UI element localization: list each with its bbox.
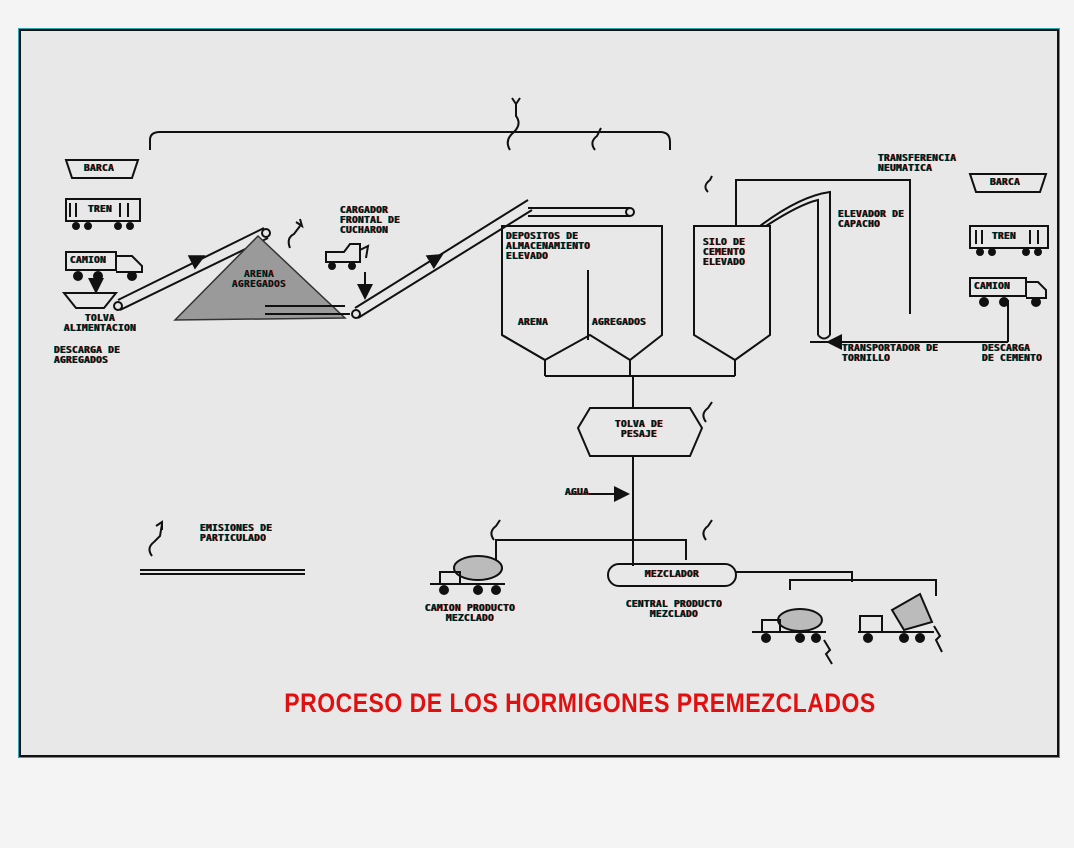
train-right-label: TREN (992, 231, 1017, 242)
train-right-icon (969, 225, 1049, 256)
cement-silo-label: SILO DE CEMENTO ELEVADO (703, 237, 746, 268)
train-left-label: TREN (88, 204, 113, 215)
truck-right-icon (969, 277, 1047, 307)
aggregates-bin-label: AGREGADOS (592, 317, 647, 328)
central-mixed-label: CENTRAL PRODUCTO MEZCLADO (625, 599, 723, 620)
aggregate-unloading-label: DESCARGA DE AGREGADOS (54, 345, 121, 366)
storage-bins (501, 225, 663, 376)
truck-mixed-label: CAMION PRODUCTO MEZCLADO (424, 603, 516, 624)
cement-silo (693, 225, 771, 376)
emissions-bracket (149, 131, 671, 150)
weigh-hopper-icon (576, 407, 704, 457)
front-loader-label: CARGADOR FRONTAL DE CUCHARON (340, 205, 401, 236)
barge-right-icon (968, 173, 1048, 193)
barge-left-label: BARCA (84, 163, 115, 174)
mixer-label: MEZCLADOR (644, 569, 700, 580)
aggregate-pile (173, 234, 347, 321)
pile-label: ARENA AGREGADOS (231, 269, 287, 290)
front-loader-icon (325, 243, 370, 270)
truck-mixer-icon (430, 555, 505, 595)
bucket-elevator-label: ELEVADOR DE CAPACHO (838, 209, 905, 230)
diagram-title: PROCESO DE LOS HORMIGONES PREMEZCLADOS (284, 687, 876, 718)
weigh-hopper-label: TOLVA DE PESAJE (614, 419, 664, 440)
feed-hopper-icon (61, 292, 119, 309)
train-left-icon (65, 198, 141, 230)
storage-title-label: DEPOSITOS DE ALMACENAMIENTO ELEVADO (506, 231, 591, 262)
pneumatic-transfer-label: TRANSFERENCIA NEUMATICA (878, 153, 957, 174)
truck-right-label: CAMION (974, 281, 1011, 292)
emissions-legend-icon (140, 520, 305, 575)
barge-right-label: BARCA (990, 177, 1021, 188)
emission-arrow-icon (506, 104, 520, 151)
emissions-legend-label: EMISIONES DE PARTICULADO (200, 523, 273, 544)
diagram-frame (18, 28, 1060, 758)
feed-hopper-label: TOLVA ALIMENTACION (63, 313, 137, 334)
truck-mixer-right-icon (752, 608, 833, 665)
cement-unloading-label: DESCARGA DE CEMENTO (982, 343, 1043, 364)
screw-conveyor-label: TRANSPORTADOR DE TORNILLO (842, 343, 939, 364)
sand-bin-label: ARENA (518, 317, 549, 328)
barge-left-icon (64, 159, 140, 179)
central-mixer-icon (607, 563, 737, 587)
truck-left-label: CAMION (70, 255, 107, 266)
dump-truck-icon (858, 592, 943, 653)
bucket-elevator (735, 179, 1009, 350)
water-label: AGUA (565, 487, 590, 498)
